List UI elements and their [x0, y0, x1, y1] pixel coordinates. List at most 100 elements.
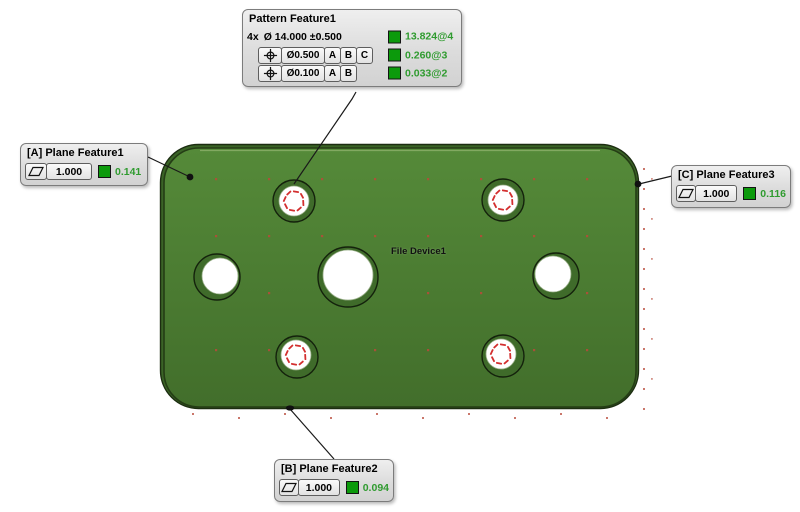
leader-anchor-dot	[186, 173, 194, 181]
datum-ref: A	[324, 64, 341, 82]
measurement-point	[427, 178, 430, 181]
flatness-symbol-icon	[279, 479, 300, 496]
hole[interactable]	[193, 253, 241, 301]
datum-ref: A	[324, 46, 341, 64]
pass-indicator	[743, 187, 757, 200]
hole-measurement-mark	[499, 343, 506, 346]
tolerance-value: 1.000	[695, 185, 738, 202]
measurement-point	[376, 413, 378, 415]
measurement-point	[268, 235, 271, 238]
measurement-point	[560, 413, 562, 415]
datum-ref: B	[340, 46, 357, 64]
hole-measurement-mark	[286, 190, 292, 196]
callout-title: [B] Plane Feature2	[281, 463, 378, 475]
measured-result: 0.141	[115, 165, 142, 178]
hole-measurement-mark	[298, 360, 304, 366]
hole-measurement-mark	[491, 195, 496, 201]
measurement-point	[321, 178, 324, 181]
measurement-point	[643, 308, 645, 310]
measured-result: 0.260@3	[405, 49, 448, 61]
measured-result: 13.824@4	[405, 30, 454, 43]
pattern-hole[interactable]	[481, 334, 525, 378]
measurement-point	[374, 178, 377, 181]
measurement-point	[643, 368, 645, 370]
measurement-point	[533, 178, 536, 181]
pattern-hole[interactable]	[275, 335, 319, 379]
position-symbol-icon	[258, 64, 282, 82]
measurement-point	[651, 178, 653, 180]
leader-line	[289, 408, 335, 460]
hole-measurement-mark	[304, 353, 307, 360]
leader-line	[638, 175, 673, 185]
hole-measurement-mark	[302, 199, 305, 206]
hole-measurement-mark	[493, 343, 499, 349]
datum-ref: C	[356, 46, 373, 64]
callout-title: Pattern Feature1	[249, 13, 336, 25]
measurement-point	[480, 178, 483, 181]
measurement-point	[268, 178, 271, 181]
measurement-point	[643, 248, 645, 250]
callout-plane-feature3[interactable]: [C] Plane Feature3 1.000 0.116	[671, 165, 791, 208]
leader-line	[147, 156, 191, 178]
measurement-point	[215, 235, 218, 238]
dimension-row: 4x Ø 14.000 ±0.500 13.824@4	[247, 27, 457, 46]
measurement-point	[651, 258, 653, 260]
hole-measurement-mark	[284, 350, 289, 356]
measurement-point	[643, 408, 645, 410]
pass-indicator	[345, 481, 359, 494]
measurement-point	[427, 292, 430, 295]
measurement-point	[586, 235, 589, 238]
hole-measurement-mark	[301, 346, 306, 353]
hole-measurement-mark	[511, 198, 514, 205]
measured-result: 0.033@2	[405, 67, 448, 79]
measurement-point	[651, 338, 653, 340]
measurement-point	[533, 235, 536, 238]
measurement-point	[643, 208, 645, 210]
measurement-point	[284, 413, 286, 415]
tolerance-value: Ø0.500	[281, 46, 325, 64]
measurement-point	[643, 268, 645, 270]
measurement-point	[427, 235, 430, 238]
measurement-point	[480, 235, 483, 238]
hole-measurement-mark	[495, 189, 501, 195]
measurement-point	[643, 288, 645, 290]
pattern-hole[interactable]	[481, 178, 525, 222]
hole-measurement-mark	[498, 207, 505, 211]
fcf-row-2: Ø0.100 A B 0.033@2	[247, 64, 457, 82]
hole-measurement-mark	[509, 352, 512, 359]
hole[interactable]	[532, 252, 580, 300]
measurement-point	[643, 388, 645, 390]
hole-measurement-mark	[282, 196, 287, 202]
hole-measurement-mark	[286, 357, 290, 364]
hole[interactable]	[317, 246, 379, 308]
measurement-point	[586, 292, 589, 295]
hole-measurement-mark	[294, 344, 301, 347]
pass-indicator	[388, 66, 401, 80]
pattern-hole[interactable]	[272, 179, 316, 223]
measurement-point	[643, 188, 645, 190]
hole-measurement-mark	[284, 203, 288, 210]
tolerance-value: 1.000	[298, 479, 340, 496]
measurement-point	[268, 349, 271, 352]
callout-plane-feature2[interactable]: [B] Plane Feature2 1.000 0.094	[274, 459, 394, 502]
hole-measurement-mark	[505, 205, 511, 211]
callout-plane-feature1[interactable]: [A] Plane Feature1 1.000 0.141	[20, 143, 148, 186]
hole-measurement-mark	[292, 190, 299, 193]
measurement-point	[651, 298, 653, 300]
measurement-point	[374, 235, 377, 238]
hole-measurement-mark	[289, 208, 296, 212]
fcf-row-1: Ø0.500 A B C 0.260@3	[247, 46, 457, 64]
model-label: File Device1	[391, 246, 446, 257]
hole-measurement-mark	[296, 206, 302, 212]
measurement-point	[643, 228, 645, 230]
tolerance-value: Ø0.100	[281, 64, 325, 82]
measurement-point	[643, 168, 645, 170]
callout-pattern-feature1[interactable]: Pattern Feature1 4x Ø 14.000 ±0.500 13.8…	[242, 9, 462, 87]
leader-anchor-dot	[285, 405, 295, 411]
hole-measurement-mark	[299, 192, 304, 199]
dimension-count: 4x	[247, 30, 259, 43]
measurement-point	[651, 378, 653, 380]
flatness-symbol-icon	[25, 163, 47, 180]
